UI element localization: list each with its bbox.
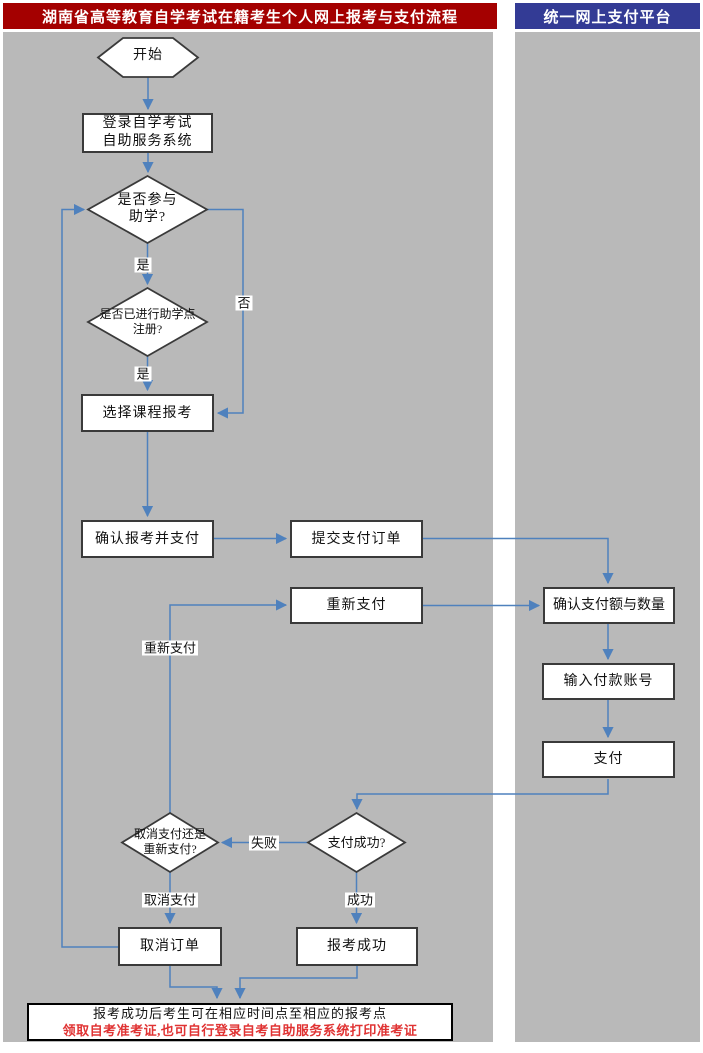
enter-account-label: 输入付款账号 bbox=[563, 674, 654, 689]
submit-order-label: 提交支付订单 bbox=[311, 531, 402, 547]
connectors bbox=[61, 77, 614, 1000]
edge-submit-amount bbox=[423, 537, 614, 585]
edge-regsuccess-final bbox=[234, 966, 358, 1000]
edge-label-yes-1: 是 bbox=[134, 257, 152, 273]
final-note-line2: 领取自考准考证,也可自行登录自考自助服务系统打印准考证 bbox=[62, 1023, 418, 1038]
submit-order-box: 提交支付订单 bbox=[290, 520, 423, 558]
register-success-label: 报考成功 bbox=[327, 939, 387, 954]
pay-box: 支付 bbox=[542, 741, 675, 778]
decision-tutoring-line1: 是否参与 bbox=[117, 193, 178, 208]
login-box: 登录自学考试 自助服务系统 bbox=[82, 113, 213, 153]
decision-tutoring-line2: 助学? bbox=[128, 210, 167, 225]
decision-tutoring-label: 是否参与 助学? bbox=[97, 192, 198, 226]
confirm-amount-label: 确认支付额与数量 bbox=[553, 598, 665, 613]
decision-cancel-line2: 重新支付? bbox=[143, 842, 197, 856]
decision-registered-line1: 是否已进行助学点 bbox=[99, 307, 196, 321]
login-line2: 自助服务系统 bbox=[102, 134, 193, 149]
confirm-pay-box: 确认报考并支付 bbox=[81, 520, 214, 558]
decision-cancel-line1: 取消支付还是 bbox=[133, 827, 206, 841]
edge-label-repay: 重新支付 bbox=[141, 640, 199, 656]
edge-label-yes-2: 是 bbox=[134, 366, 152, 382]
cancel-order-label: 取消订单 bbox=[140, 939, 200, 954]
decision-registered-line2: 注册? bbox=[132, 322, 163, 336]
decision-paysuccess-diamond bbox=[306, 811, 407, 874]
confirm-amount-box: 确认支付额与数量 bbox=[543, 587, 675, 624]
register-success-box: 报考成功 bbox=[296, 927, 418, 966]
final-note-line1: 报考成功后考生可在相应时间点至相应的报考点 bbox=[92, 1006, 387, 1021]
start-hexagon bbox=[96, 37, 200, 78]
edge-tutoring-select-no bbox=[207, 208, 244, 419]
edge-label-no: 否 bbox=[235, 295, 253, 311]
decision-paysuccess-label: 支付成功? bbox=[306, 835, 407, 850]
decision-tutoring-diamond bbox=[86, 174, 209, 245]
cancel-order-box: 取消订单 bbox=[118, 927, 222, 966]
decision-shapes bbox=[86, 37, 407, 874]
select-course-label: 选择课程报考 bbox=[102, 405, 193, 421]
edge-cancelorder-tutoring-loop bbox=[61, 203, 118, 948]
repay-label: 重新支付 bbox=[326, 598, 387, 613]
edge-label-fail: 失败 bbox=[248, 835, 280, 851]
edge-pay-paysuccess bbox=[351, 779, 609, 811]
decision-cancel-diamond bbox=[120, 811, 220, 874]
repay-box: 重新支付 bbox=[290, 587, 423, 624]
decision-paysuccess-text: 支付成功? bbox=[327, 835, 386, 850]
edge-label-success: 成功 bbox=[344, 892, 376, 908]
header-left-title: 湖南省高等教育自学考试在籍考生个人网上报考与支付流程 bbox=[3, 3, 497, 29]
pay-label: 支付 bbox=[593, 752, 624, 767]
start-label: 开始 bbox=[98, 48, 198, 63]
lane-payment-platform bbox=[515, 32, 700, 1042]
decision-registered-diamond bbox=[86, 286, 209, 358]
login-line1: 登录自学考试 bbox=[102, 116, 193, 131]
select-course-box: 选择课程报考 bbox=[81, 394, 214, 432]
edge-cancelorder-final bbox=[169, 966, 223, 1000]
decision-registered-label: 是否已进行助学点 注册? bbox=[87, 307, 208, 337]
decision-cancel-label: 取消支付还是 重新支付? bbox=[120, 827, 220, 857]
enter-account-box: 输入付款账号 bbox=[542, 663, 675, 700]
edge-label-cancel-pay: 取消支付 bbox=[141, 892, 199, 908]
start-text: 开始 bbox=[133, 48, 163, 63]
final-note-box: 报考成功后考生可在相应时间点至相应的报考点 领取自考准考证,也可自行登录自考自助… bbox=[27, 1003, 453, 1041]
header-right-title: 统一网上支付平台 bbox=[515, 3, 700, 29]
confirm-pay-label: 确认报考并支付 bbox=[95, 531, 200, 547]
edge-cancel-repay-loop bbox=[169, 599, 288, 813]
